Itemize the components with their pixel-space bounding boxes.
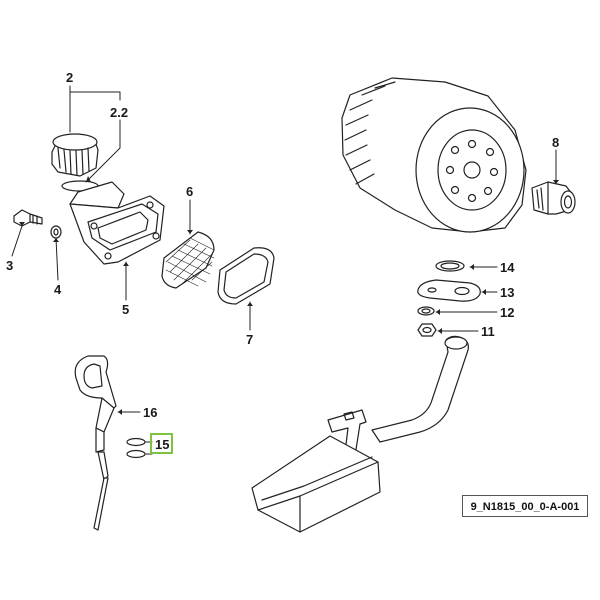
callout-2: 2 (66, 70, 73, 85)
callout-7: 7 (246, 332, 253, 347)
filler-cap[interactable] (51, 133, 99, 177)
o-ring[interactable] (126, 437, 146, 447)
callout-15: 15 (155, 437, 169, 452)
o-ring[interactable] (126, 449, 146, 459)
threaded-adapter[interactable] (531, 181, 576, 215)
gasket-frame[interactable] (217, 247, 275, 305)
oil-filter[interactable] (341, 77, 527, 233)
washer[interactable] (417, 306, 435, 316)
leader-lines (11, 85, 557, 455)
callout-6: 6 (186, 184, 193, 199)
callout-2-2: 2.2 (110, 105, 128, 120)
highlight-box[interactable] (150, 433, 173, 454)
hex-bolt[interactable] (13, 209, 43, 227)
callout-8: 8 (552, 135, 559, 150)
mesh-screen[interactable] (161, 231, 215, 289)
callout-11: 11 (481, 324, 495, 339)
callout-14: 14 (500, 260, 515, 275)
callout-13: 13 (500, 285, 514, 300)
mounting-flange[interactable] (417, 279, 481, 302)
callout-16: 16 (143, 405, 157, 420)
filler-neck-housing[interactable] (69, 181, 165, 265)
callout-5: 5 (122, 302, 129, 317)
hex-nut[interactable] (417, 323, 437, 337)
small-washer[interactable] (50, 225, 62, 239)
callout-12: 12 (500, 305, 514, 320)
oil-pickup-pipe[interactable] (251, 335, 469, 533)
callout-4: 4 (54, 282, 62, 297)
reference-code: 9_N1815_00_0-A-001 (462, 495, 588, 517)
callout-3: 3 (6, 258, 13, 273)
dipstick[interactable] (74, 355, 117, 531)
